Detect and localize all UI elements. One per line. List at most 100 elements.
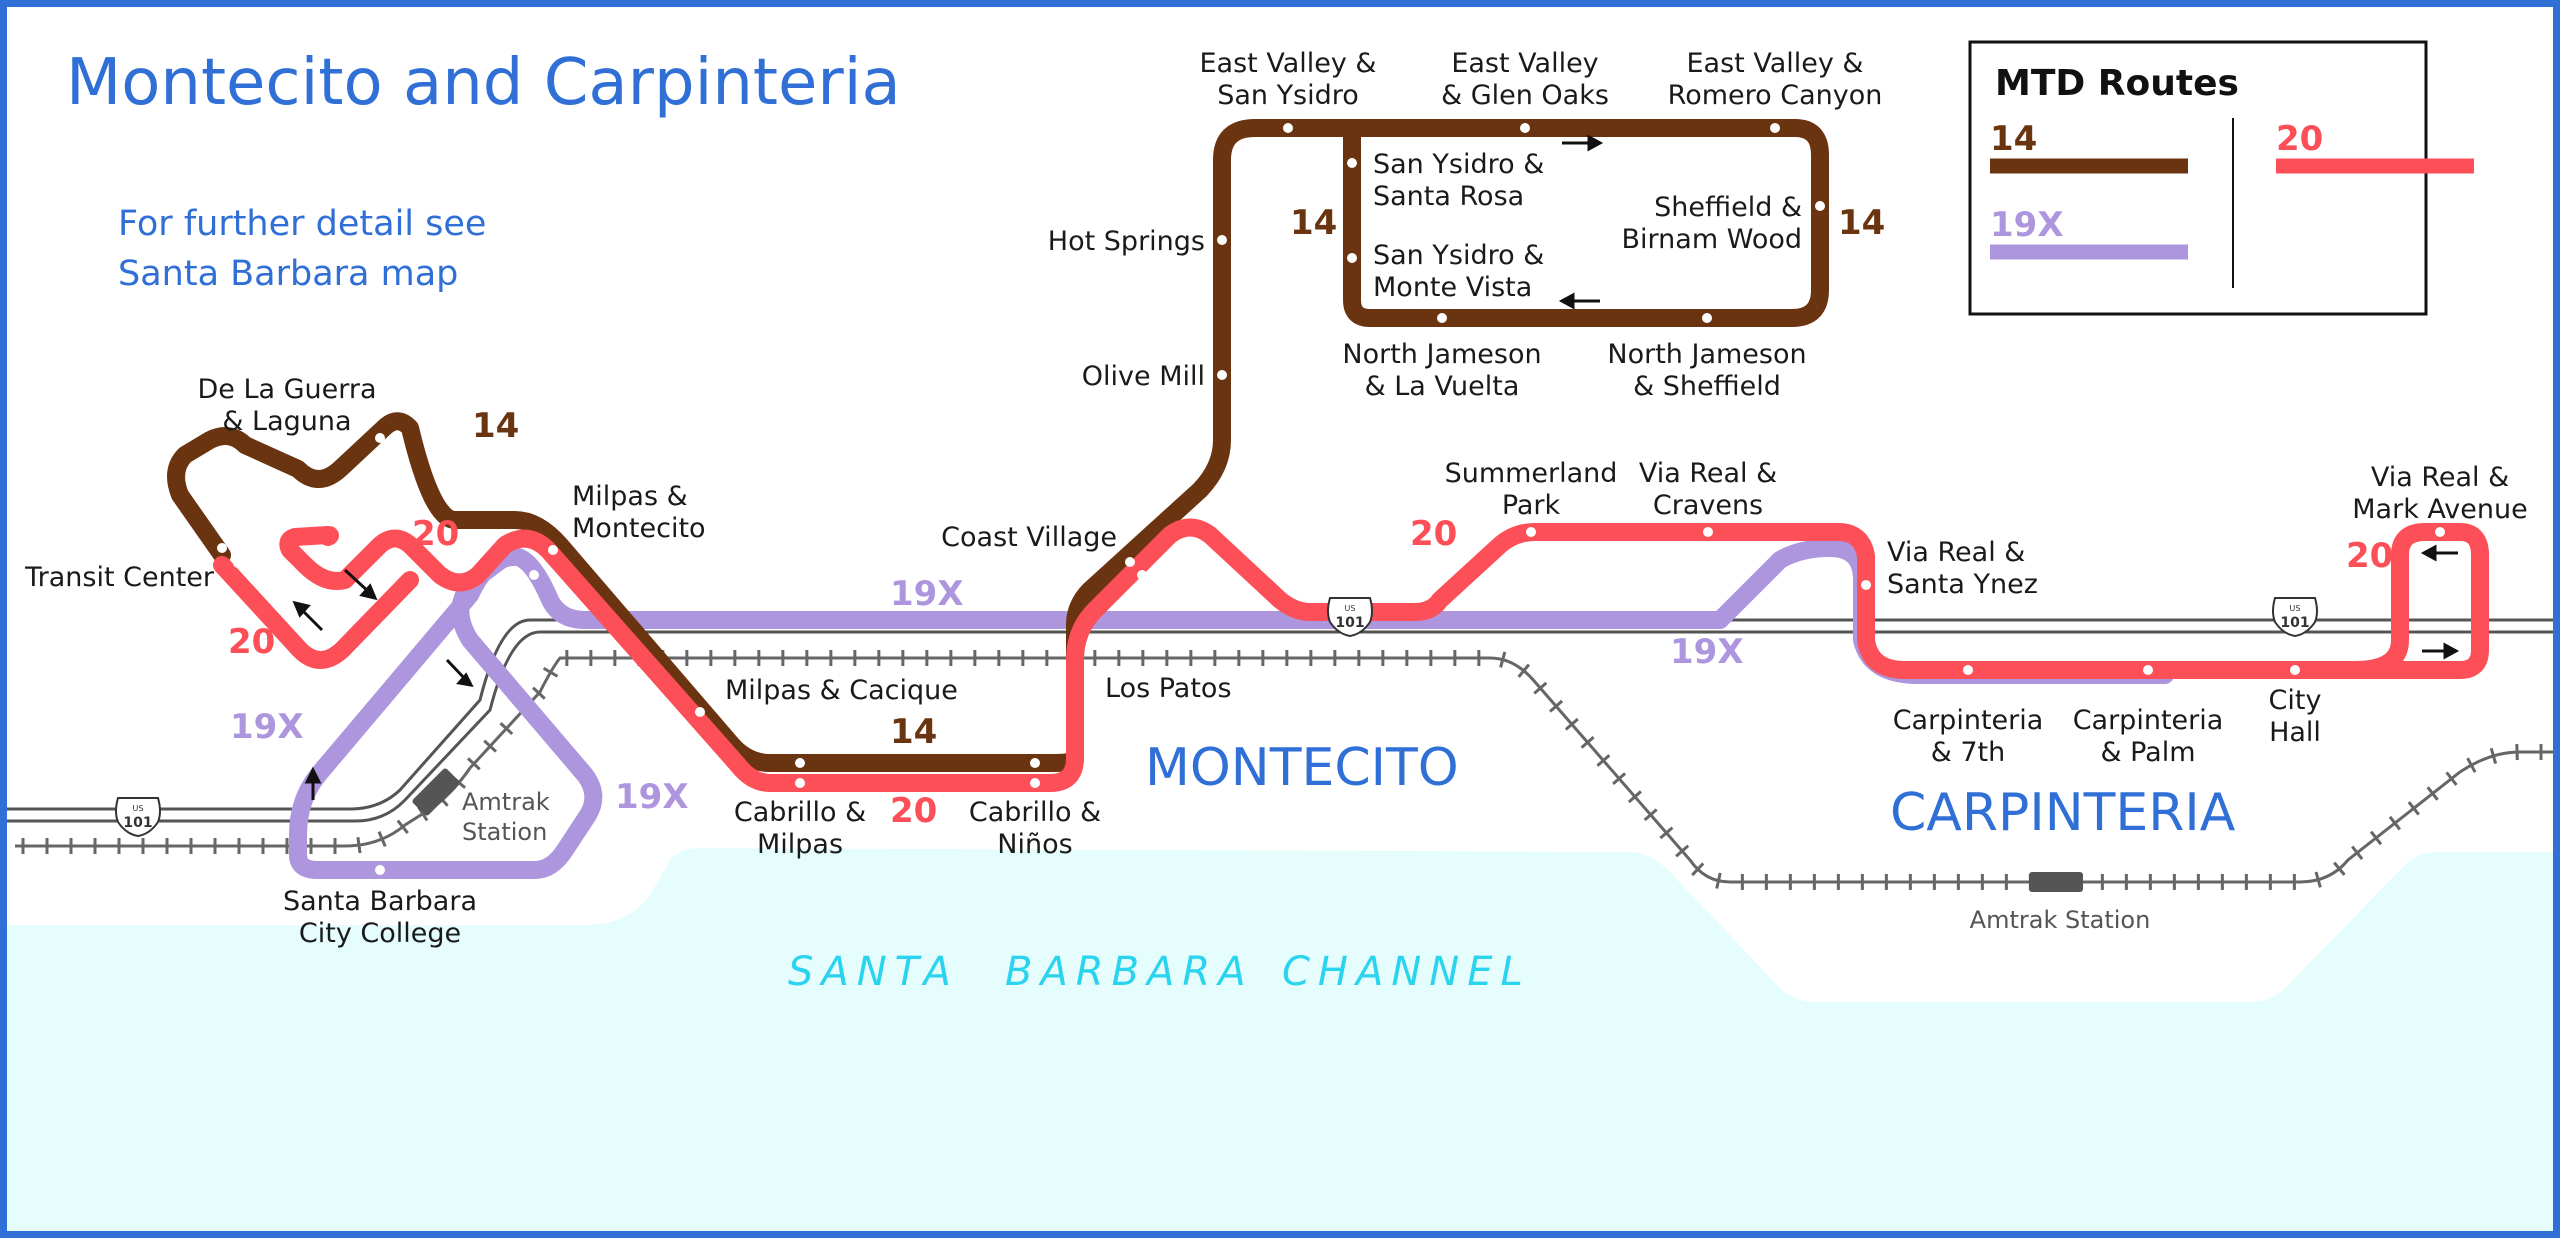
svg-text:19X: 19X [615,777,689,817]
highway-101 [7,618,2553,823]
stop-nj-la-vuelta: North Jameson& La Vuelta [1342,339,1541,402]
rail-tie [2466,757,2477,773]
area-label-montecito: MONTECITO [1145,738,1459,798]
stop-ev-romero: East Valley &Romero Canyon [1668,48,1883,111]
svg-text:19X: 19X [230,707,304,747]
rail-tie [1596,754,1611,767]
svg-text:19X: 19X [1670,632,1744,672]
rail-tie [1627,790,1642,804]
rail-tie [2426,786,2439,801]
stop-olive-mill: Olive Mill [1082,361,1205,392]
svg-text:US: US [133,804,144,813]
svg-text:20: 20 [228,622,275,662]
area-label-carpinteria: CARPINTERIA [1890,783,2236,843]
railway [15,650,2553,892]
stop-sy-santa-rosa: San Ysidro &Santa Rosa [1373,149,1544,212]
rail-tie [1580,736,1595,749]
svg-text:14: 14 [890,712,937,752]
svg-text:US: US [1345,604,1356,613]
stop-hot-springs: Hot Springs [1048,226,1205,257]
rail-tie [531,686,546,700]
rail-tie [1499,651,1507,668]
route-20 [213,518,2489,792]
legend-label-19x: 19X [1990,205,2064,245]
rail-tie [2333,861,2346,876]
rail-tie [1549,699,1564,713]
rail-tie [1517,663,1531,678]
svg-text:101: 101 [1335,615,1364,631]
rail-tie [1675,844,1690,858]
svg-text:Santa Barbara map: Santa Barbara map [118,254,458,294]
detail-note: For further detail see Santa Barbara map [118,204,486,294]
rail-tie [2445,771,2458,786]
stop-nj-sheffield: North Jameson& Sheffield [1607,339,1806,402]
stop-ev-san-ysidro: East Valley &San Ysidro [1200,48,1377,111]
highway-shield-icon: US 101 [1327,597,1373,638]
svg-text:101: 101 [2280,615,2309,631]
water-label: SANTA BARBARA CHANNEL [788,949,1531,995]
rail-tie [1533,681,1548,695]
legend: MTD Routes 14 19X 20 [1968,40,2474,316]
rail-tie [499,721,514,736]
stop-los-patos: Los Patos [1105,673,1232,704]
rail-tie [2314,871,2322,888]
rail-tie [356,836,362,854]
stop-vr-cravens: Via Real &Cravens [1639,458,1777,521]
rail-tie [1659,826,1674,840]
legend-label-14: 14 [1990,119,2037,159]
svg-text:14: 14 [1290,203,1337,243]
amtrak-station-carp-icon [2029,872,2083,892]
rail-tie [377,831,387,847]
svg-text:20: 20 [1410,514,1457,554]
svg-text:20: 20 [890,791,937,831]
ocean [7,848,2553,1231]
stop-dots [217,123,2445,875]
rail-tie [542,666,559,678]
rail-tie [466,757,481,771]
stop-carp-7th: Carpinteria& 7th [1893,705,2044,768]
rail-tie [2369,830,2383,846]
stop-carp-palm: Carpinteria& Palm [2073,705,2224,768]
stop-milpas-montecito: Milpas &Montecito [572,481,706,544]
page-title: Montecito and Carpinteria [66,46,901,120]
stop-milpas-cacique: Milpas & Cacique [725,675,958,706]
stop-transit-center: Transit Center [24,562,215,593]
stop-ev-glen-oaks: East Valley& Glen Oaks [1441,48,1609,111]
rail-tie [1715,872,1722,889]
route-number-labels: 14 20 20 19X 19X 19X 14 20 14 14 20 19X … [228,203,2393,831]
rail-tie [1691,862,1705,877]
legend-label-20: 20 [2276,119,2323,159]
svg-text:14: 14 [1838,203,1885,243]
svg-text:SANTA: SANTA [788,949,959,995]
highway-shield-icon: US 101 [2272,597,2318,638]
svg-text:20: 20 [2346,536,2393,576]
amtrak-label-carp: Amtrak Station [1970,906,2151,934]
rail-tie [2351,845,2364,861]
stop-de-la-guerra: De La Guerra& Laguna [197,374,376,437]
svg-text:101: 101 [123,815,152,831]
svg-text:MTD Routes: MTD Routes [1995,63,2239,104]
stop-cabrillo-ninos: Cabrillo &Niños [969,797,1101,860]
rail-tie [1643,808,1658,822]
svg-text:CHANNEL: CHANNEL [1282,949,1531,995]
stop-sy-monte-vista: San Ysidro &Monte Vista [1373,240,1544,303]
stop-cabrillo-milpas: Cabrillo &Milpas [734,797,866,860]
rail-tie [2407,801,2420,816]
svg-text:US: US [2290,604,2301,613]
rail-tie [396,819,409,835]
svg-text:For further detail see: For further detail see [118,204,486,244]
direction-arrows [292,134,2460,800]
rail-tie [483,739,498,753]
stop-vr-santa-ynez: Via Real &Santa Ynez [1887,537,2038,600]
rail-tie [1564,717,1579,731]
svg-text:BARBARA: BARBARA [1005,949,1254,995]
rail-tie [2388,815,2402,831]
amtrak-station-sb-icon [412,768,460,816]
svg-text:19X: 19X [890,574,964,614]
